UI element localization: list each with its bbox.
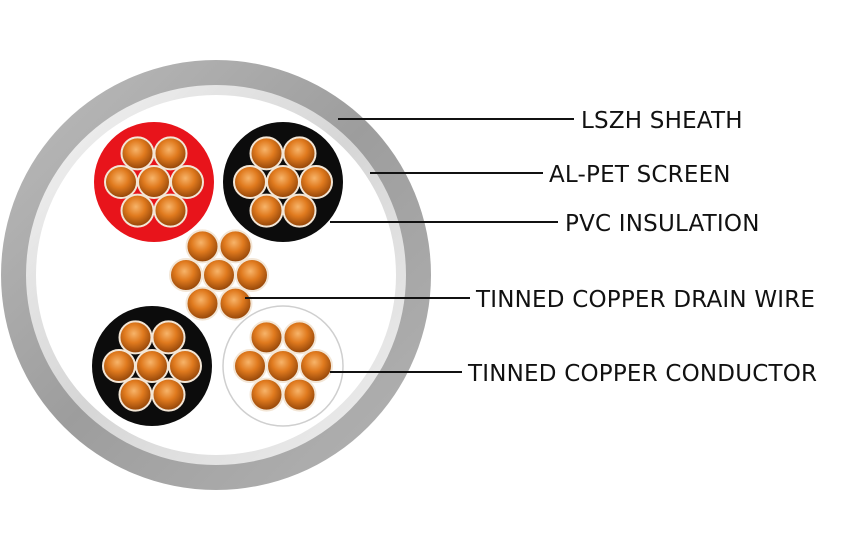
conductor-label: TINNED COPPER CONDUCTOR xyxy=(467,361,817,387)
white-core-strand-7 xyxy=(282,320,317,355)
drain-wire-strand-5 xyxy=(169,258,203,292)
red-core-strand-7 xyxy=(153,136,188,171)
black-core-top-strand-4 xyxy=(249,193,284,228)
drain-wire-strand-1 xyxy=(202,258,236,292)
black-core-top-strand-3 xyxy=(282,193,317,228)
red-core-strand-6 xyxy=(120,136,155,171)
insulation-label: PVC INSULATION xyxy=(565,211,760,237)
red-core-strand-1 xyxy=(137,165,171,199)
labels: LSZH SHEATH AL-PET SCREEN PVC INSULATION… xyxy=(467,108,817,387)
leader-lines xyxy=(245,118,574,373)
white-core-strand-3 xyxy=(282,377,317,412)
drain-wire-strand-3 xyxy=(218,286,253,321)
red-core-strand-3 xyxy=(153,193,188,228)
black-core-bottom-strand-5 xyxy=(102,349,136,383)
black-core-bottom-strand-1 xyxy=(135,349,169,383)
red-core-strand-5 xyxy=(104,165,138,199)
black-core-top-strand-5 xyxy=(233,165,267,199)
white-core-strand-5 xyxy=(233,349,267,383)
black-core-bottom-strand-3 xyxy=(151,377,186,412)
drain-wire-strand-7 xyxy=(218,229,253,264)
sheath-label: LSZH SHEATH xyxy=(581,108,743,134)
black-core-top-strand-2 xyxy=(299,165,333,199)
drain-wire-strand-2 xyxy=(235,258,269,292)
black-core-bottom-strand-4 xyxy=(118,377,153,412)
black-core-top-strand-7 xyxy=(282,136,317,171)
black-core-bottom-strand-2 xyxy=(168,349,202,383)
copper-strands xyxy=(102,136,333,412)
black-core-bottom-strand-6 xyxy=(118,320,153,355)
screen-label: AL-PET SCREEN xyxy=(549,162,731,188)
white-core-strand-6 xyxy=(249,320,284,355)
drain-wire-strand-6 xyxy=(185,229,220,264)
black-core-top-strand-1 xyxy=(266,165,300,199)
black-core-bottom-strand-7 xyxy=(151,320,186,355)
white-core-strand-4 xyxy=(249,377,284,412)
drain-wire-strand-4 xyxy=(185,286,220,321)
white-core-strand-1 xyxy=(266,349,300,383)
black-core-top-strand-6 xyxy=(249,136,284,171)
drain-wire-label: TINNED COPPER DRAIN WIRE xyxy=(475,287,815,313)
red-core-strand-4 xyxy=(120,193,155,228)
white-core-strand-2 xyxy=(299,349,333,383)
red-core-strand-2 xyxy=(170,165,204,199)
